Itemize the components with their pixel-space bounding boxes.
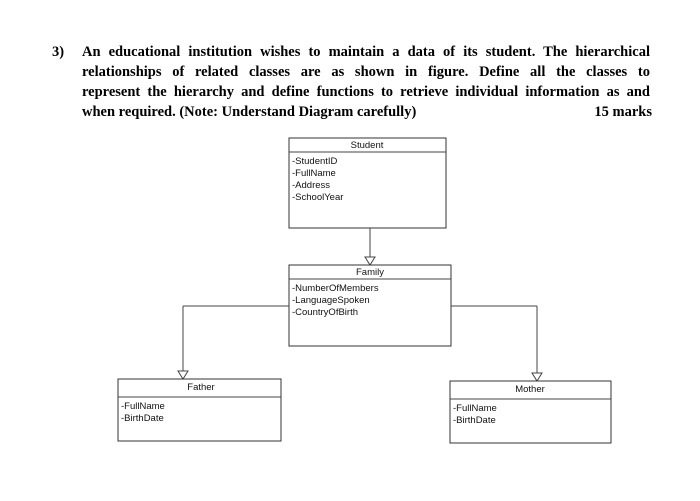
class-student-attr: -StudentID bbox=[292, 156, 338, 167]
question-line: relationships of related classes are as … bbox=[82, 64, 650, 80]
class-family-attr: -CountryOfBirth bbox=[292, 307, 358, 318]
inheritance-arrow-icon bbox=[364, 256, 376, 266]
inheritance-arrow-icon bbox=[177, 370, 189, 380]
class-mother: Mother -FullName -BirthDate bbox=[449, 380, 612, 444]
inheritance-arrow-icon bbox=[531, 372, 543, 382]
question-line: represent the hierarchy and define funct… bbox=[82, 84, 650, 100]
class-mother-box bbox=[449, 380, 612, 444]
question-number: 3) bbox=[52, 44, 65, 60]
class-family: Family -NumberOfMembers -LanguageSpoken … bbox=[288, 264, 452, 347]
class-family-attr: -NumberOfMembers bbox=[292, 283, 379, 294]
class-student-box bbox=[288, 137, 447, 229]
class-mother-attr: -BirthDate bbox=[453, 415, 496, 426]
class-family-name: Family bbox=[356, 267, 384, 278]
class-student-name: Student bbox=[351, 140, 384, 151]
class-student-attr: -SchoolYear bbox=[292, 192, 343, 203]
question-line: An educational institution wishes to mai… bbox=[82, 44, 650, 60]
class-student-attr: -FullName bbox=[292, 168, 336, 179]
class-father-box bbox=[117, 378, 282, 442]
class-student-attr: -Address bbox=[292, 180, 330, 191]
class-father: Father -FullName -BirthDate bbox=[117, 378, 282, 442]
class-father-attr: -FullName bbox=[121, 401, 165, 412]
class-mother-attr: -FullName bbox=[453, 403, 497, 414]
class-mother-name: Mother bbox=[515, 384, 545, 395]
class-student: Student -StudentID -FullName -Address -S… bbox=[288, 137, 447, 229]
question-line: when required. (Note: Understand Diagram… bbox=[82, 104, 417, 120]
class-father-attr: -BirthDate bbox=[121, 413, 164, 424]
question-marks: 15 marks bbox=[594, 104, 652, 120]
class-father-name: Father bbox=[187, 382, 214, 393]
question-text: An educational institution wishes to mai… bbox=[82, 42, 650, 122]
class-family-attr: -LanguageSpoken bbox=[292, 295, 370, 306]
